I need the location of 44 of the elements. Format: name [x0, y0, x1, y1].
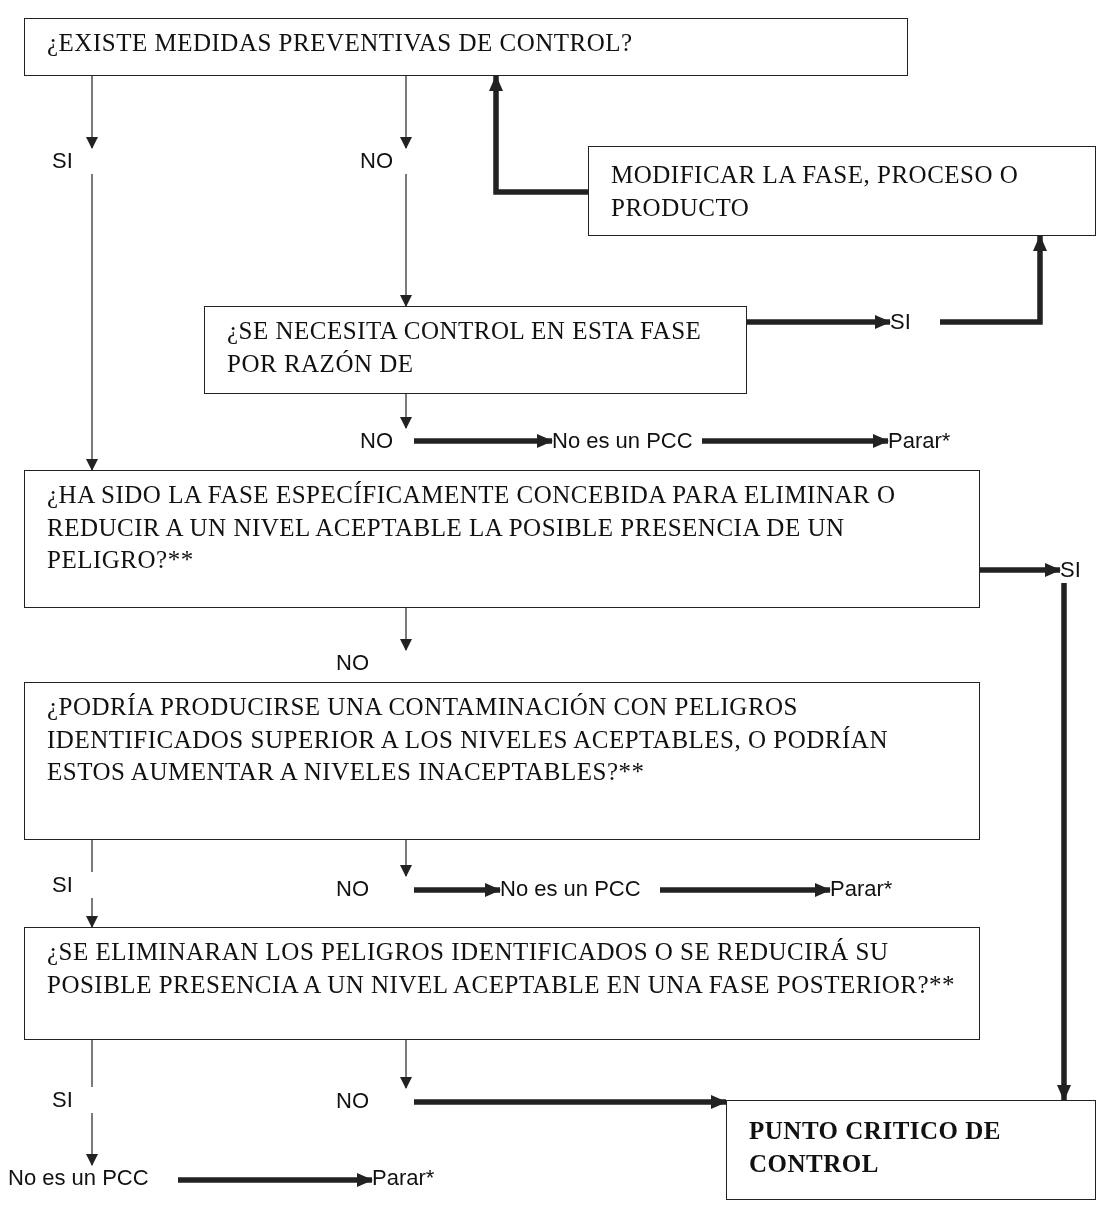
answer-text: NO — [336, 876, 414, 904]
arrow — [400, 607, 412, 651]
arrow — [980, 563, 1061, 577]
arrow — [400, 173, 412, 307]
arrow — [702, 434, 889, 448]
answer-text: No es un PCC — [552, 428, 702, 454]
question-box: ¿SE ELIMINARAN LOS PELIGROS IDENTIFICADOS O SE REDUCIRÁ SU POSIBLE PRESENCIA A UN NIVEL ACEPTABLE EN UNA FASE POSTERIOR?** — [24, 927, 980, 1040]
question-box: ¿PODRÍA PRODUCIRSE UNA CONTAMINACIÓN CON PELIGROS IDENTIFICADOS SUPERIOR A LOS NIVELES ACEPTABLES, O PODRÍAN ESTOS AUMENTAR A NIVELES INACEPTABLES?** — [24, 682, 980, 840]
arrow — [940, 235, 1047, 325]
answer-text: NO — [336, 1088, 414, 1116]
arrow — [86, 1112, 98, 1166]
arrow — [86, 897, 98, 928]
answer-text: Parar* — [830, 876, 910, 904]
answer-text: NO — [360, 428, 414, 454]
answer-text: NO — [336, 650, 414, 678]
question-box: ¿HA SIDO LA FASE ESPECÍFICAMENTE CONCEBIDA PARA ELIMINAR O REDUCIR A UN NIVEL ACEPTABLE LA POSIBLE PRESENCIA DE UN PELIGRO?** — [24, 470, 980, 608]
answer-text: SI — [52, 148, 100, 174]
answer-text: SI — [890, 309, 940, 335]
answer-text: NO — [360, 148, 414, 174]
arrow — [400, 393, 412, 429]
arrow — [178, 1173, 373, 1187]
answer-text: No es un PCC — [500, 876, 660, 904]
arrow — [414, 883, 501, 897]
arrow — [660, 883, 831, 897]
answer-text: Parar* — [372, 1165, 452, 1195]
answer-text: SI — [52, 872, 96, 898]
answer-text: SI — [1060, 557, 1098, 583]
arrow — [400, 839, 412, 877]
arrow — [1057, 583, 1071, 1101]
action-box: MODIFICAR LA FASE, PROCESO O PRODUCTO — [588, 146, 1096, 236]
answer-text: Parar* — [888, 428, 968, 454]
arrow — [489, 75, 588, 195]
arrow — [86, 75, 98, 149]
arrow — [86, 173, 98, 471]
arrow — [400, 1039, 412, 1089]
arrow — [747, 315, 891, 329]
arrow — [414, 434, 553, 448]
answer-text: SI — [52, 1087, 96, 1113]
question-box: ¿SE NECESITA CONTROL EN ESTA FASE POR RAZÓN DE — [204, 306, 747, 394]
arrow — [414, 1095, 727, 1109]
result-box: PUNTO CRITICO DE CONTROL — [726, 1100, 1096, 1200]
answer-text: No es un PCC — [8, 1165, 178, 1195]
question-box: ¿EXISTE MEDIDAS PREVENTIVAS DE CONTROL? — [24, 18, 908, 76]
arrow — [400, 75, 412, 149]
